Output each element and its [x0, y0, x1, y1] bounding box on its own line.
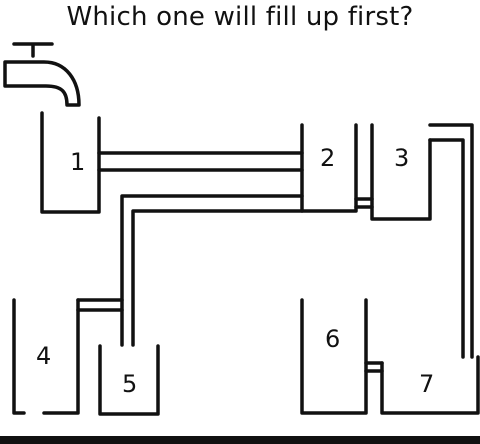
- container-2-label: 2: [320, 144, 335, 172]
- container-6: 6: [300, 298, 368, 415]
- container-5: 5: [98, 344, 160, 416]
- container-6-label: 6: [325, 325, 340, 353]
- container-7-label: 7: [419, 370, 434, 398]
- container-1: 1: [40, 111, 101, 214]
- pipe-2-to-5: [120, 194, 304, 347]
- container-2: 2: [300, 123, 358, 213]
- water-tap-icon: [3, 42, 81, 107]
- pipe-2-to-3: [354, 197, 374, 209]
- container-3: 3: [370, 123, 432, 221]
- pipe-3-to-7: [428, 123, 474, 359]
- container-5-label: 5: [122, 370, 137, 398]
- pipe-1-to-2: [97, 151, 304, 172]
- container-7: 7: [380, 355, 480, 415]
- pipe-4-to-5: [76, 298, 124, 312]
- puzzle-title: Which one will fill up first?: [66, 2, 414, 32]
- container-3-label: 3: [394, 144, 409, 172]
- container-4: 4: [12, 298, 80, 415]
- pipe-6-to-7: [364, 361, 384, 373]
- container-1-label: 1: [70, 148, 85, 176]
- bottom-border: [0, 436, 480, 444]
- container-4-label: 4: [36, 342, 51, 370]
